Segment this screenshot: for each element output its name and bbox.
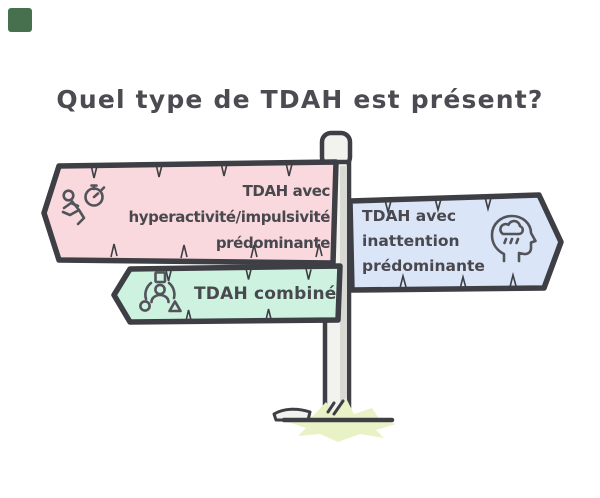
pole-shade	[340, 166, 347, 418]
sign-hyperactivity-label: TDAH avec hyperactivité/impulsivité préd…	[92, 178, 331, 256]
label-line: prédominante	[215, 234, 331, 252]
page-title: Quel type de TDAH est présent?	[56, 85, 544, 114]
sketch-notches	[384, 196, 517, 290]
ground-splash	[272, 398, 396, 442]
label-line: TDAH combiné	[194, 284, 337, 304]
sign-hyperactivity	[41, 159, 339, 266]
label-line: hyperactivité/impulsivité	[128, 208, 331, 226]
sign-hyperactivity-board	[41, 159, 339, 266]
head-rain-cloud-icon	[490, 214, 537, 263]
label-line: inattention	[362, 232, 460, 250]
brand-square	[8, 8, 32, 32]
label-line: TDAH avec	[362, 207, 457, 225]
sketch-notches	[165, 268, 312, 322]
sketch-notches	[90, 162, 323, 259]
label-line: prédominante	[362, 257, 485, 275]
runner-stopwatch-icon	[61, 184, 106, 226]
sign-combined-label: TDAH combiné	[194, 284, 344, 304]
grass-strokes	[326, 399, 345, 416]
sign-combined	[111, 263, 343, 325]
label-line: TDAH avec	[242, 182, 331, 200]
sign-inattention	[347, 192, 564, 293]
person-shapes-icon	[139, 271, 182, 313]
sign-inattention-board	[347, 192, 564, 293]
sign-inattention-label: TDAH avec inattention prédominante	[362, 204, 492, 279]
